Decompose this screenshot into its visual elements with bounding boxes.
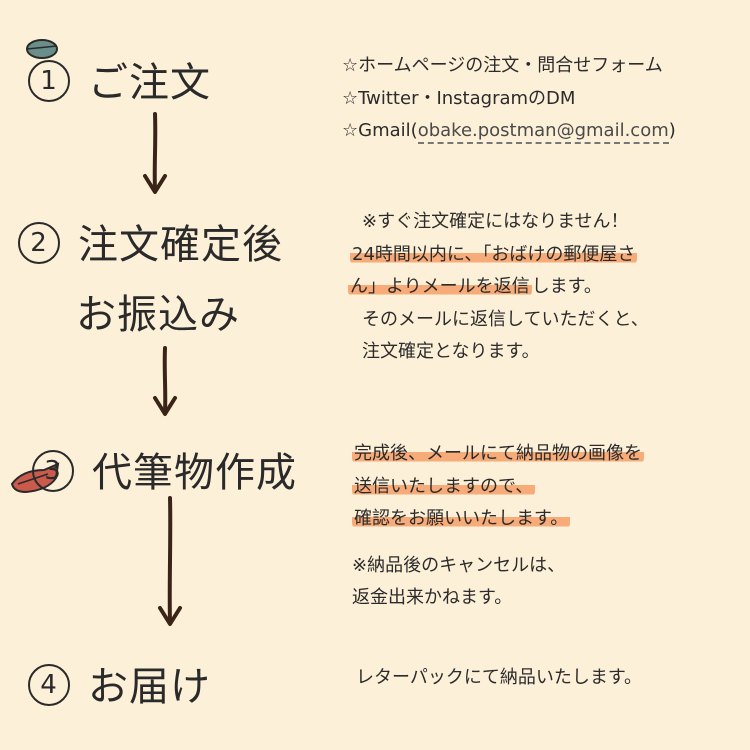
- payment-note-line3-highlight: ん」よりメールを返信: [348, 276, 532, 297]
- payment-note-line3-rest: します。: [531, 276, 602, 297]
- down-arrow-2-icon: [153, 346, 177, 416]
- down-arrow-3-icon: [158, 496, 182, 626]
- step-3-title: 3 代筆物作成: [32, 440, 297, 498]
- creation-note-line4: ※納品後のキャンセルは、: [352, 554, 566, 576]
- teal-doodle-icon: [26, 39, 58, 59]
- creation-note-line5: 返金出来かねます。: [352, 587, 513, 608]
- payment-note-line5: 注文確定となります。: [362, 341, 540, 362]
- step-2-number: 2: [18, 222, 60, 264]
- step-1-label: ご注文: [88, 60, 211, 106]
- delivery-note-line1: レターパックにて納品いたします。: [356, 667, 643, 688]
- step-1-number: 1: [28, 60, 70, 102]
- payment-note: ※すぐ注文確定にはなりません！ 24時間以内に、「おばけの郵便屋さ ん」よりメー…: [348, 206, 649, 369]
- step-2-title: 2 注文確定後: [18, 212, 283, 270]
- gmail-address[interactable]: obake.postman@gmail.com: [417, 120, 669, 144]
- step-1-title: 1 ご注文: [28, 50, 211, 108]
- payment-note-line1: ※すぐ注文確定にはなりません！: [362, 211, 629, 232]
- creation-note-line3: 確認をお願いいたします。: [352, 508, 571, 529]
- step-4-number: 4: [28, 664, 70, 706]
- payment-note-line4: そのメールに返信していただくと、: [362, 308, 649, 330]
- delivery-note: レターパックにて納品いたします。: [356, 662, 642, 695]
- step-3-number: 3: [32, 450, 74, 492]
- step-2-label-line2: お振込み: [76, 292, 240, 338]
- down-arrow-1-icon: [143, 112, 167, 194]
- step-4-label: お届け: [88, 664, 211, 710]
- step-2-label-line1: 注文確定後: [78, 222, 283, 268]
- step-3-label: 代筆物作成: [92, 450, 297, 496]
- payment-note-line2: 24時間以内に、「おばけの郵便屋さ: [350, 243, 638, 265]
- step-4-title: 4 お届け: [28, 654, 211, 712]
- order-method-gmail: ☆Gmail(obake.postman@gmail.com): [342, 115, 676, 148]
- order-methods: ☆ホームページの注文・問合せフォーム ☆Twitter・InstagramのDM…: [342, 50, 676, 148]
- step-2-title-line2: お振込み: [76, 282, 240, 340]
- creation-note-line1: 完成後、メールにて納品物の画像を: [352, 443, 644, 464]
- order-method-dm: ☆Twitter・InstagramのDM: [342, 87, 576, 109]
- creation-note: 完成後、メールにて納品物の画像を 送信いたしますので、 確認をお願いいたします。…: [352, 438, 644, 615]
- creation-note-line2: 送信いたしますので、: [352, 475, 536, 497]
- order-method-form: ☆ホームページの注文・問合せフォーム: [342, 55, 663, 76]
